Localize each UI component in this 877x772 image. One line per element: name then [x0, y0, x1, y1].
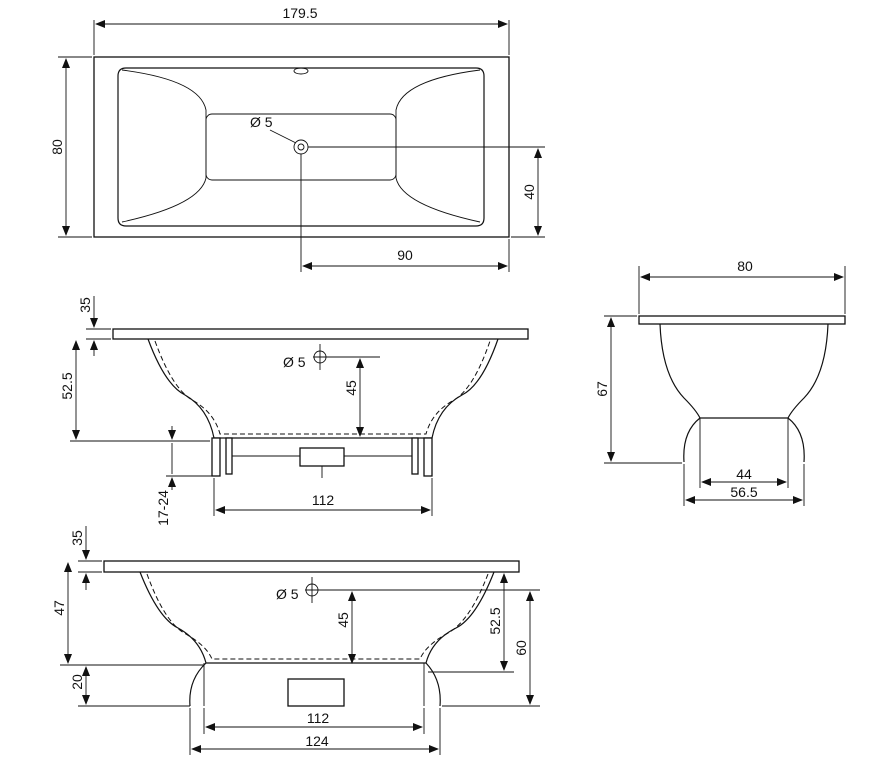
label-width: 80 — [49, 139, 65, 155]
tub-body-side-1 — [147, 338, 499, 439]
label-inner-base-end: 44 — [736, 466, 752, 482]
label-inner-depth-2: 52.5 — [487, 607, 503, 634]
foot-right-1 — [411, 437, 419, 475]
label-rim-1: 35 — [77, 297, 93, 313]
label-outer-base-end: 56.5 — [730, 484, 757, 500]
label-depth-2: 47 — [51, 600, 67, 616]
side-view-feet: Ø 5 45 35 52.5 17-24 112 — [59, 296, 529, 526]
tub-basin-outline-top — [117, 67, 485, 227]
side-view-panel: Ø 5 45 35 47 20 52.5 60 112 — [51, 526, 540, 755]
tub-body-end — [659, 323, 829, 419]
drain-trap-2 — [287, 678, 345, 707]
label-total-2: 60 — [513, 640, 529, 656]
label-drain-height-1: 45 — [343, 380, 359, 396]
label-length: 179.5 — [282, 5, 317, 21]
label-drain-y: 40 — [521, 184, 537, 200]
tub-panel-side-2 — [189, 662, 441, 707]
tub-body-side-2 — [139, 571, 495, 664]
top-view: 179.5 80 40 90 Ø 5 — [49, 5, 545, 272]
label-base-outer-2: 124 — [305, 733, 329, 749]
label-feet-adjust: 17-24 — [155, 490, 171, 526]
foot-right-2 — [423, 437, 433, 477]
label-panel-2: 20 — [69, 674, 85, 690]
tub-inner-side-1 — [154, 340, 491, 435]
label-drain-diameter: Ø 5 — [250, 114, 273, 130]
rim-side-1 — [112, 328, 529, 340]
label-width-end: 80 — [737, 258, 753, 274]
label-base-inner-2: 112 — [307, 710, 330, 726]
drain-inner — [297, 143, 305, 151]
label-rim-2: 35 — [69, 530, 85, 546]
rim-side-2 — [103, 560, 520, 573]
label-base-1: 112 — [312, 492, 335, 508]
label-drain-diameter-1: Ø 5 — [283, 354, 306, 370]
label-drain-height-2: 45 — [335, 612, 351, 628]
foot-left-1 — [211, 437, 221, 477]
label-depth-1: 52.5 — [59, 372, 75, 399]
leader-drain — [269, 129, 297, 144]
label-height-end: 67 — [594, 381, 610, 397]
rim-end — [638, 315, 846, 325]
drain-trap-1 — [299, 447, 345, 467]
end-view: 80 67 44 56.5 — [594, 258, 846, 506]
label-drain-x: 90 — [397, 247, 413, 263]
overflow-hole — [293, 67, 309, 75]
tub-panel-end — [683, 417, 805, 463]
label-drain-diameter-2: Ø 5 — [276, 586, 299, 602]
foot-left-2 — [225, 437, 233, 475]
